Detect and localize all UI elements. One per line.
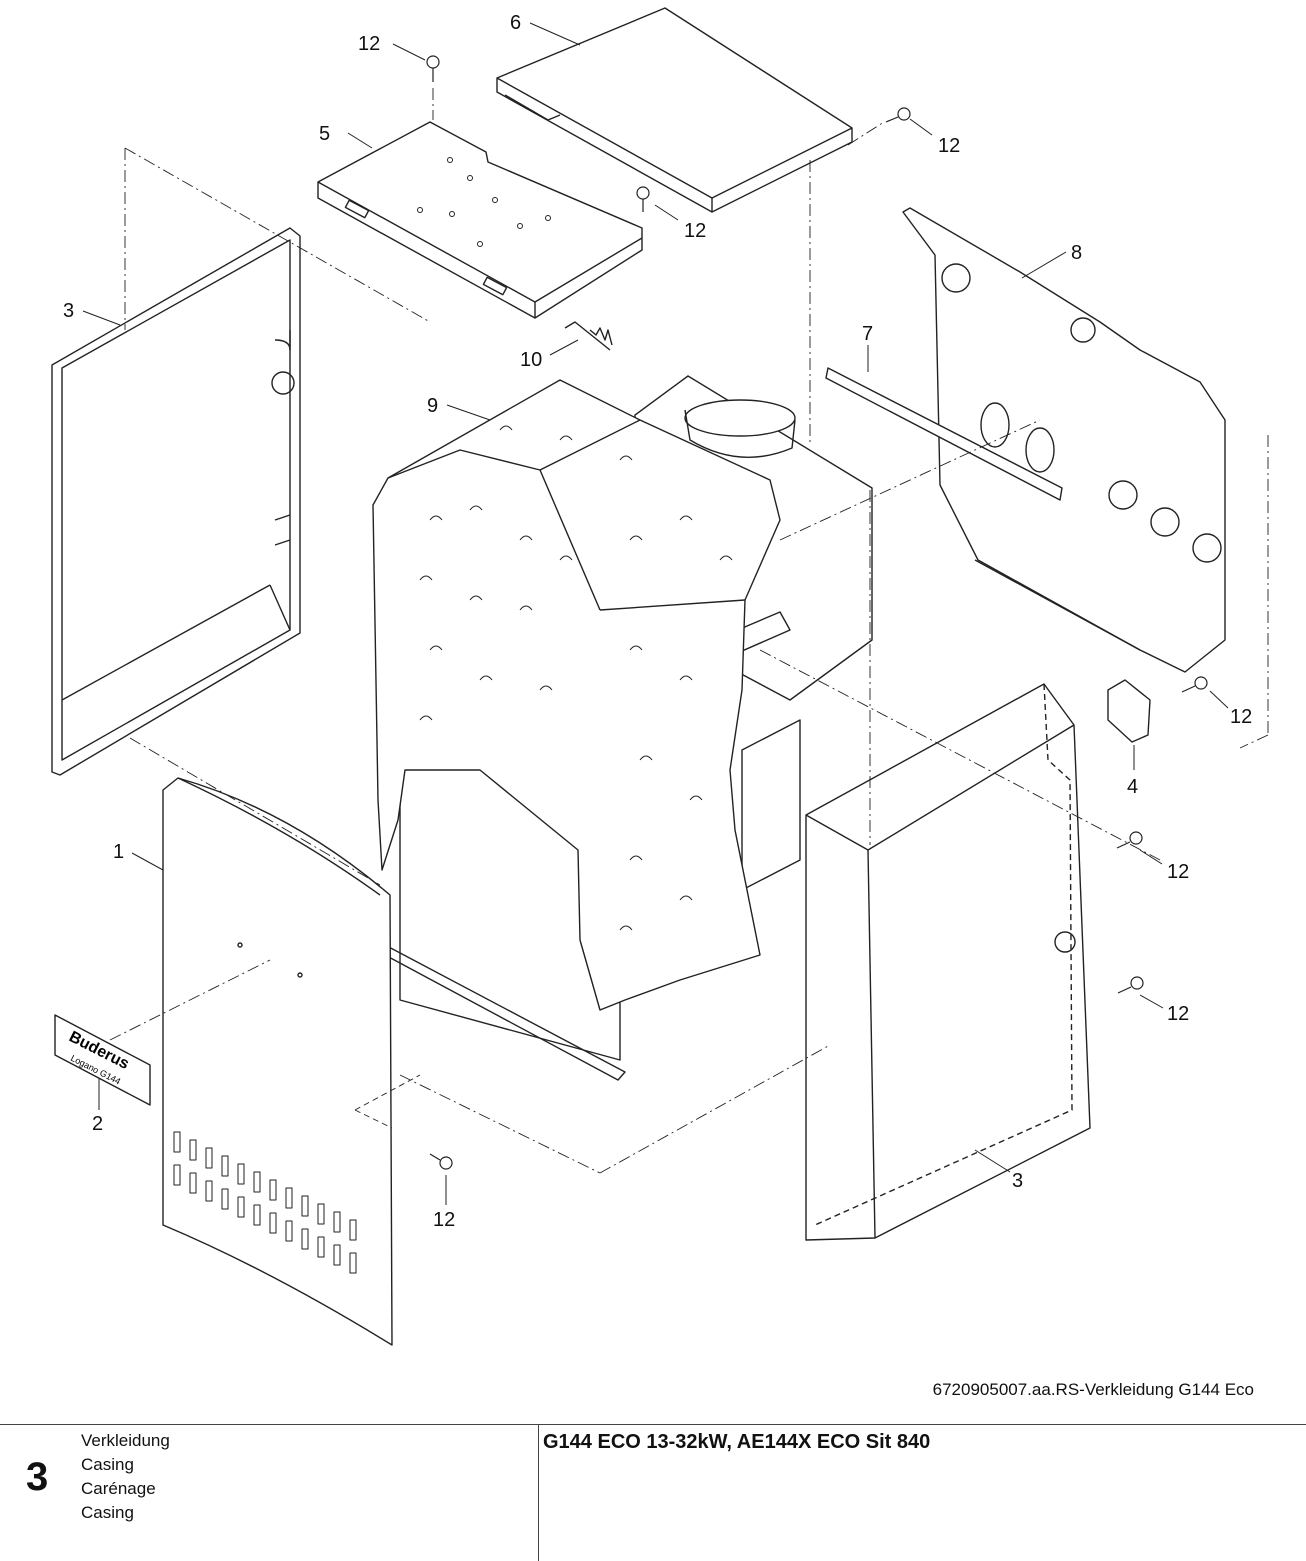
callout-6: 6 (510, 12, 521, 34)
spring-part-10 (564, 321, 613, 351)
section-names: Verkleidung Casing Carénage Casing (81, 1429, 170, 1525)
section-name-fr: Carénage (81, 1479, 156, 1498)
top-cover-part-5 (317, 121, 643, 319)
callout-10: 10 (520, 349, 542, 371)
screws-part-12 (426, 55, 1208, 1170)
callout-4: 4 (1127, 776, 1138, 798)
leader-lines (82, 22, 1229, 1205)
front-door-part-1 (162, 777, 393, 1346)
callout-8: 8 (1071, 242, 1082, 264)
callout-1: 1 (113, 841, 124, 863)
side-panel-left-part-3 (51, 227, 301, 776)
model-title: G144 ECO 13-32kW, AE144X ECO Sit 840 (543, 1431, 931, 1453)
section-name-de: Verkleidung (81, 1431, 170, 1450)
side-panel-right-part-3 (805, 683, 1091, 1241)
callout-2: 2 (92, 1113, 103, 1135)
callout-3: 3 (1012, 1170, 1023, 1192)
callout-12: 12 (938, 135, 960, 157)
callout-7: 7 (862, 323, 873, 345)
footer: 3 Verkleidung Casing Carénage Casing G14… (0, 1424, 1306, 1561)
section-name-en: Casing (81, 1455, 134, 1474)
section-name-en2: Casing (81, 1503, 134, 1522)
callout-5: 5 (319, 123, 330, 145)
drawing-reference: 6720905007.aa.RS-Verkleidung G144 Eco (932, 1380, 1254, 1399)
section-number: 3 (26, 1455, 49, 1499)
callout-12: 12 (1230, 706, 1252, 728)
nameplate-part-2 (54, 1014, 151, 1106)
callout-12: 12 (1167, 1003, 1189, 1025)
rear-panel-part-8 (902, 207, 1226, 673)
top-cover-part-6 (496, 7, 853, 213)
callout-12: 12 (1167, 861, 1189, 883)
insulation-jacket-part-9 (372, 379, 781, 1011)
bracket-part-4 (1107, 679, 1151, 743)
callout-12: 12 (684, 220, 706, 242)
footer-divider (538, 1425, 539, 1561)
callout-9: 9 (427, 395, 438, 417)
hidden-edges (354, 1074, 421, 1129)
callout-12: 12 (433, 1209, 455, 1231)
callout-12: 12 (358, 33, 380, 55)
exploded-view-drawing: Buderus Logano G144 12 6 12 5 12 8 3 7 1… (51, 7, 1269, 1346)
assembly-axes (109, 88, 1269, 1174)
rail-part-7 (825, 367, 1063, 501)
callout-3: 3 (63, 300, 74, 322)
